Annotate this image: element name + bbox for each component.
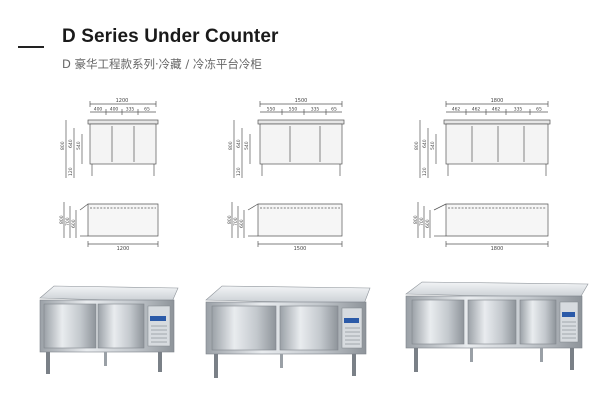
m1-height-total: 800: [60, 141, 66, 150]
page-subtitle: D 豪华工程款系列·冷藏 / 冷冻平台冷柜: [62, 57, 262, 71]
m3-depth-3: 600: [425, 219, 431, 228]
m2-depth-2: 700: [233, 217, 239, 226]
m3-height-total: 800: [414, 141, 420, 150]
title-rule: [18, 46, 44, 48]
m1-depth-2: 700: [65, 217, 71, 226]
m2-depth-1: 800: [227, 215, 233, 224]
model-3-front-elevation: 1800 462 462 462 335 65 800 640 540 120: [414, 98, 551, 178]
m3-depth-1: 800: [413, 215, 419, 224]
m2-height-total: 800: [228, 141, 234, 150]
m3-width-total: 1800: [491, 98, 504, 104]
m1-plan-width: 1200: [117, 246, 130, 252]
model-3-product-image: [405, 281, 589, 372]
m1-seg-3: 335: [126, 107, 135, 113]
m1-height-body: 640: [68, 139, 74, 148]
m3-height-door: 540: [430, 141, 436, 150]
m2-height-legs: 120: [236, 167, 242, 176]
model-2-product-image: [205, 285, 371, 378]
m3-seg-5: 65: [536, 107, 542, 113]
m3-seg-1: 462: [452, 107, 461, 113]
page-title: D Series Under Counter: [62, 26, 279, 47]
model-1-front-elevation: 1200 400 400 335 65 800 640 540 120: [60, 98, 159, 178]
m2-seg-4: 65: [331, 107, 337, 113]
m3-depth-2: 700: [419, 217, 425, 226]
model-2-plan-view: 800 700 600 1500: [227, 202, 343, 252]
m1-seg-1: 400: [94, 107, 103, 113]
m2-width-total: 1500: [295, 98, 308, 104]
m2-seg-2: 550: [289, 107, 298, 113]
model-2-front-elevation: 1500 550 550 335 65 800 640 540 120: [228, 98, 345, 178]
m2-seg-3: 335: [311, 107, 320, 113]
m1-depth-1: 800: [59, 215, 65, 224]
m3-seg-4: 335: [514, 107, 523, 113]
m2-seg-1: 550: [267, 107, 276, 113]
model-3-plan-view: 800 700 600 1800: [413, 202, 549, 252]
m2-height-door: 540: [244, 141, 250, 150]
m1-seg-2: 400: [110, 107, 119, 113]
m3-plan-width: 1800: [491, 246, 504, 252]
m1-height-door: 540: [76, 141, 82, 150]
m2-depth-3: 600: [239, 219, 245, 228]
m1-width-total: 1200: [116, 98, 129, 104]
m1-height-legs: 120: [68, 167, 74, 176]
m3-height-body: 640: [422, 139, 428, 148]
m2-height-body: 640: [236, 139, 242, 148]
m2-plan-width: 1500: [294, 246, 307, 252]
m3-seg-2: 462: [472, 107, 481, 113]
model-1-product-image: [39, 285, 179, 374]
m1-seg-4: 65: [144, 107, 150, 113]
m3-seg-3: 462: [492, 107, 501, 113]
m1-depth-3: 600: [71, 219, 77, 228]
m3-height-legs: 120: [422, 167, 428, 176]
model-1-plan-view: 800 700 600 1200: [59, 202, 159, 252]
